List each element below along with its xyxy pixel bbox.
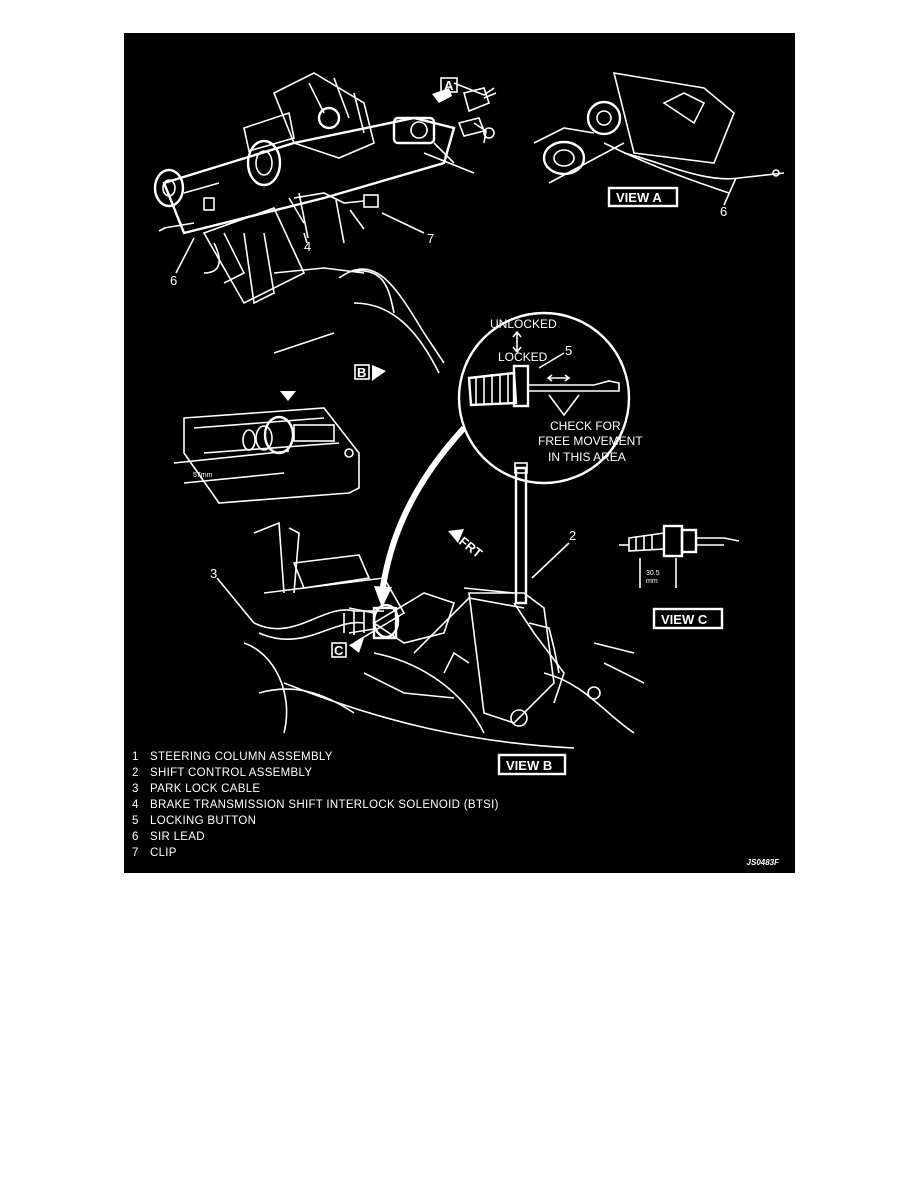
arrow-b-label: B <box>357 365 366 380</box>
cable-measurement-drawing: 57mm <box>173 391 360 504</box>
view-b-drawing: 2 VIEW B <box>283 462 645 776</box>
locked-label: LOCKED <box>498 350 548 364</box>
view-c-drawing: 30.5 mm VIEW C <box>619 524 740 630</box>
front-arrow: FRT <box>448 529 485 561</box>
view-b-arrow: B <box>354 364 386 381</box>
view-a-arrow: A <box>432 77 497 137</box>
part-number-6-view-a: 6 <box>720 204 727 219</box>
part-number-4: 4 <box>304 239 311 254</box>
part-number-5: 5 <box>565 343 572 358</box>
view-b-label: VIEW B <box>506 758 552 773</box>
dimension-57mm: 57mm <box>193 472 213 479</box>
unlocked-label: UNLOCKED <box>490 317 557 331</box>
park-lock-cable-drawing: 3 C <box>210 521 406 734</box>
check-line-1: CHECK FOR <box>550 419 621 433</box>
dimension-30-5-unit: mm <box>646 578 658 585</box>
part-number-6-main: 6 <box>170 273 177 288</box>
part-number-7: 7 <box>427 231 434 246</box>
frt-label: FRT <box>456 534 485 561</box>
figure-code: JS0483F <box>746 858 779 867</box>
steering-column-drawing <box>153 72 495 374</box>
arrow-a-label: A <box>444 78 454 93</box>
diagram-figure: A 4 6 7 VIEW A 6 B <box>124 33 795 873</box>
part-number-3: 3 <box>210 566 217 581</box>
check-line-3: IN THIS AREA <box>548 450 626 464</box>
dimension-30-5: 30.5 <box>646 570 660 577</box>
arrow-c-label: C <box>334 643 344 658</box>
detail-pointer-arrow <box>379 425 467 594</box>
part-number-2: 2 <box>569 528 576 543</box>
view-a-label: VIEW A <box>616 190 662 205</box>
locking-button-detail: UNLOCKED LOCKED 5 CHECK FOR FREE MOVEMEN… <box>457 311 643 485</box>
check-line-2: FREE MOVEMENT <box>538 434 643 448</box>
view-a-drawing: VIEW A 6 <box>533 72 785 219</box>
diagram-drawing: A 4 6 7 VIEW A 6 B <box>153 72 785 776</box>
view-c-label: VIEW C <box>661 612 708 627</box>
